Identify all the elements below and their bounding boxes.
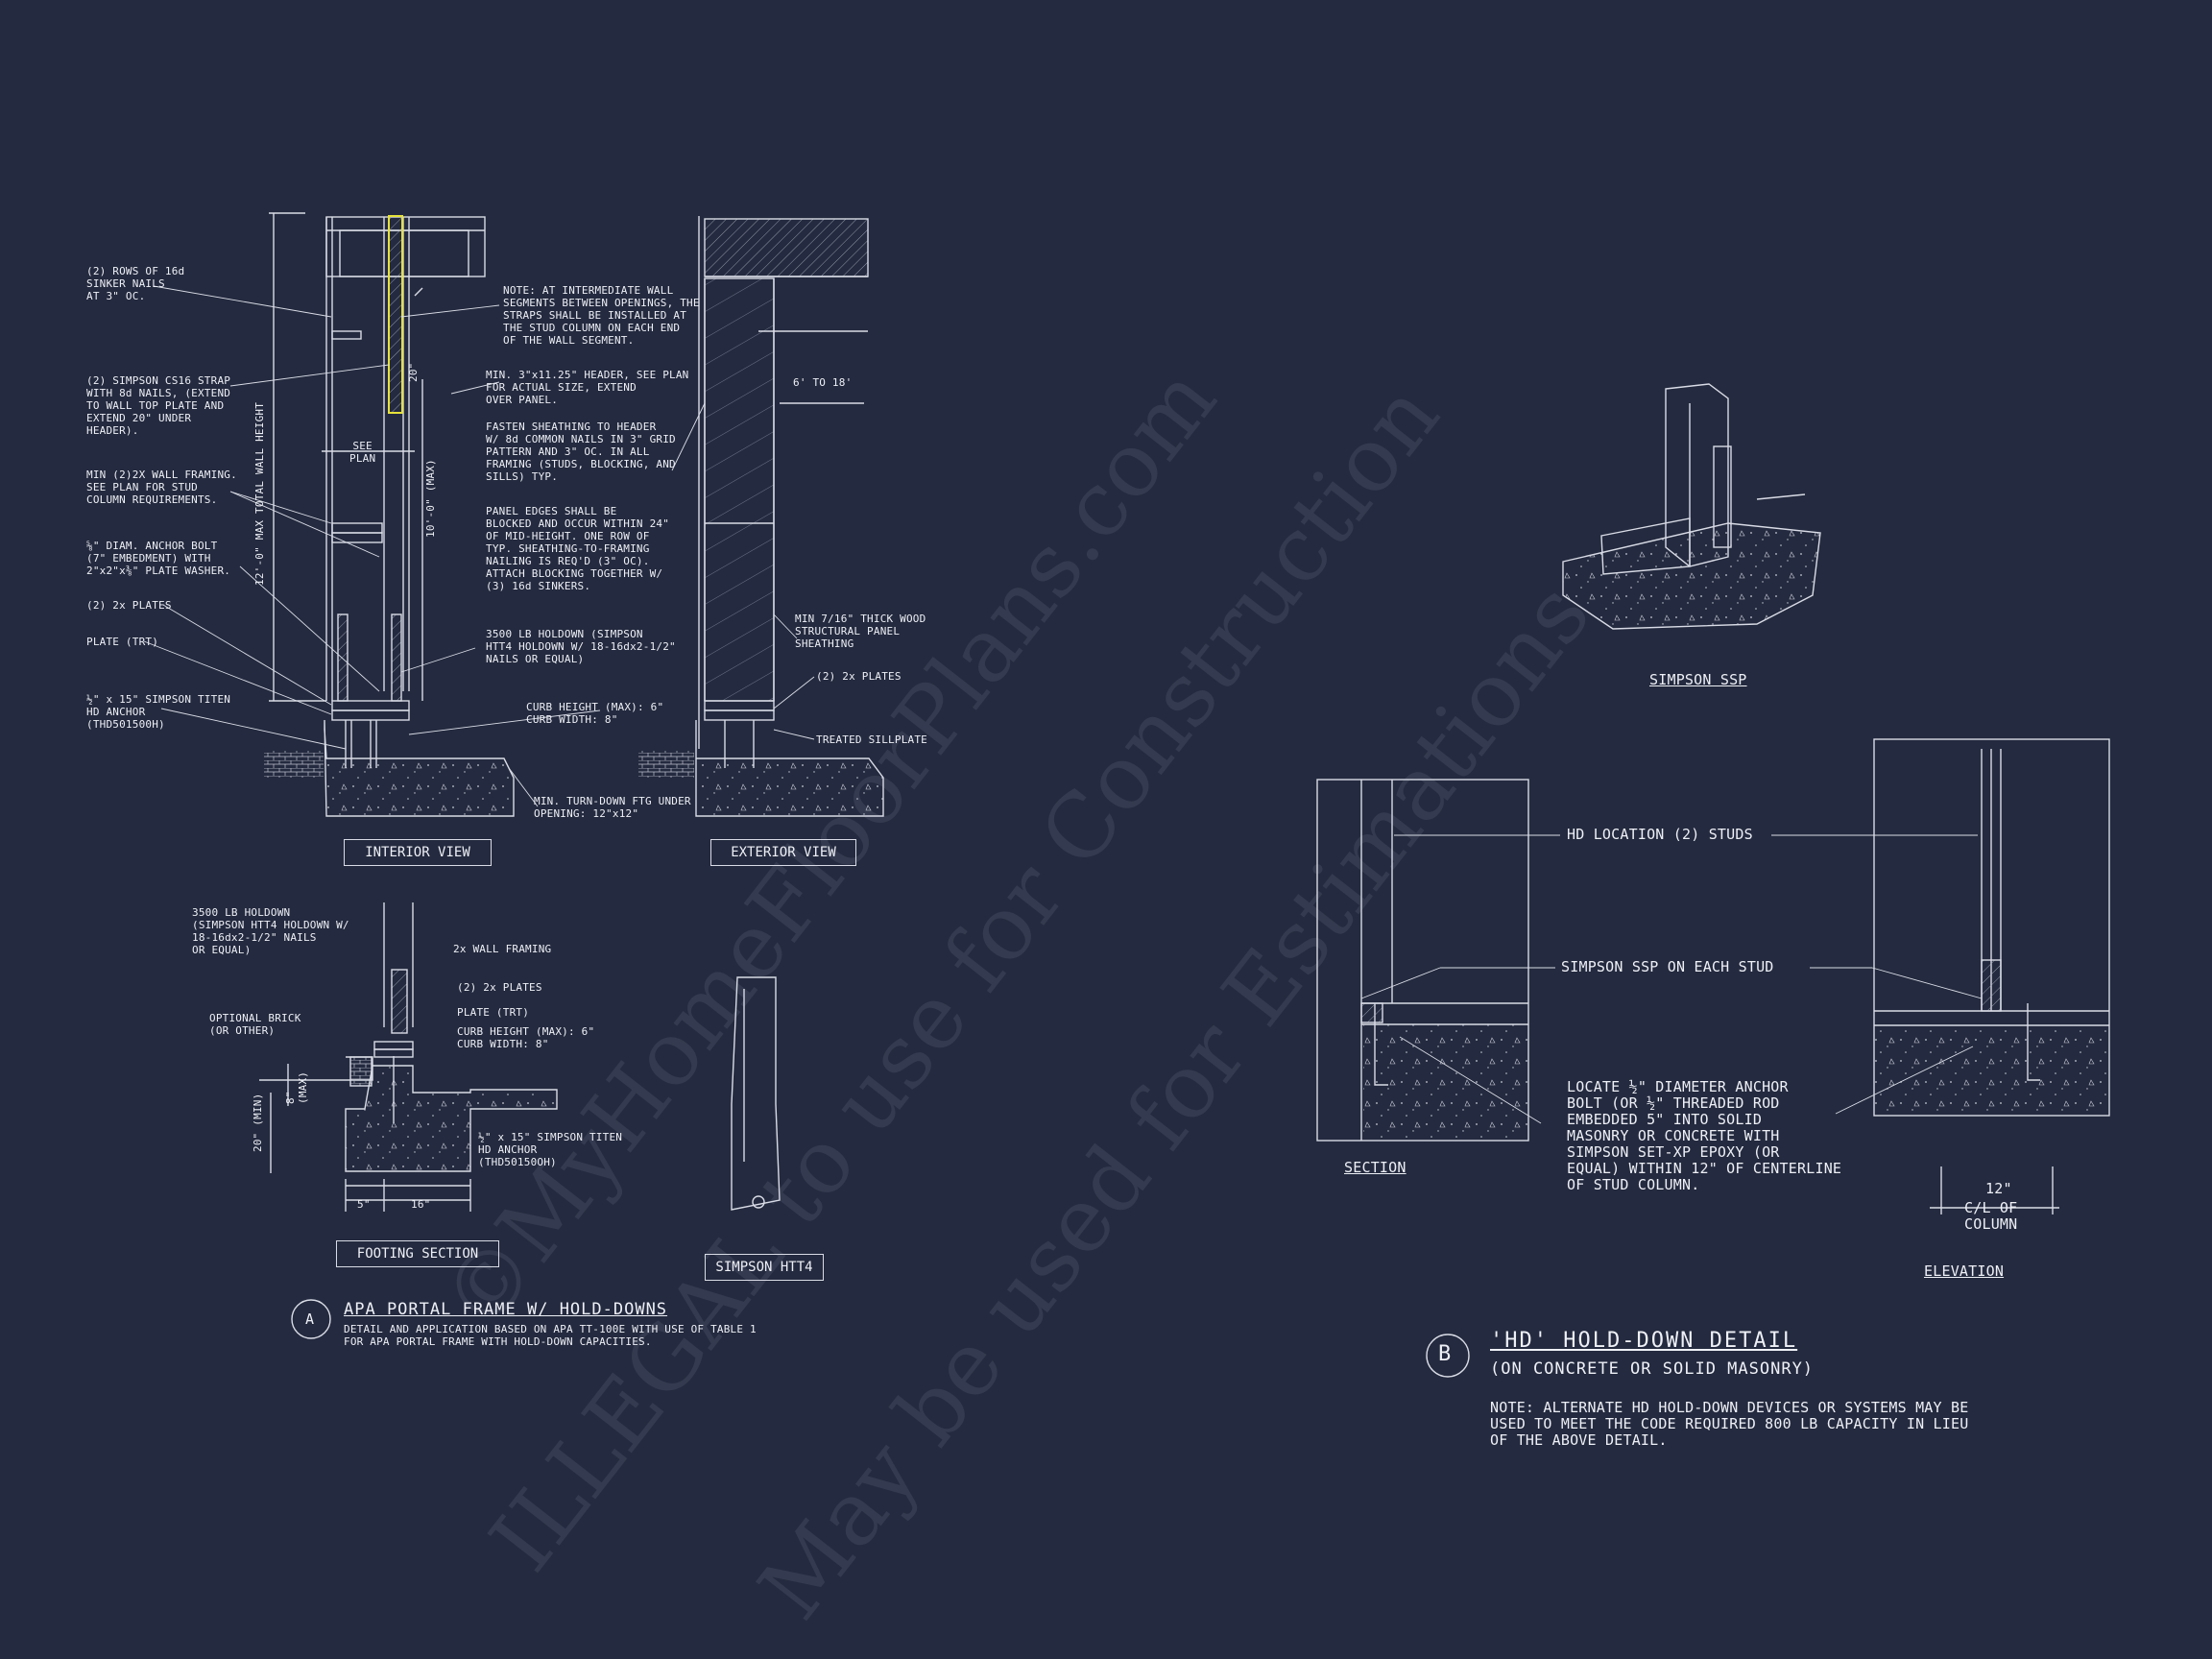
label-6-to-18: 6' TO 18' [793, 376, 853, 389]
dim-total-wall-height: 12'-0" MAX TOTAL WALL HEIGHT [253, 401, 266, 586]
detail-b-marker-circle [1426, 1334, 1470, 1378]
label-optional-brick: OPTIONAL BRICK (OR OTHER) [209, 1012, 301, 1037]
caption-interior-view: INTERIOR VIEW [344, 839, 492, 866]
dim-cl-column: C/L OF COLUMN [1964, 1199, 2018, 1233]
label-sinker-nails: (2) ROWS OF 16d SINKER NAILS AT 3" OC. [86, 265, 185, 302]
label-ext-2x-plates: (2) 2x PLATES [816, 670, 902, 683]
label-footing-holdown: 3500 LB HOLDOWN (SIMPSON HTT4 HOLDOWN W/… [192, 906, 349, 956]
caption-elevation: ELEVATION [1924, 1262, 2005, 1280]
detail-a-marker: A [305, 1310, 315, 1328]
label-footing-plate-trt: PLATE (TRT) [457, 1006, 530, 1019]
label-plate-trt: PLATE (TRT) [86, 636, 159, 648]
label-treated-sillplate: TREATED SILLPLATE [816, 733, 927, 746]
label-wall-framing: MIN (2)2X WALL FRAMING. SEE PLAN FOR STU… [86, 469, 237, 506]
dim-10ft-max: 10'-0" (MAX) [424, 459, 437, 538]
label-anchor-bolt: ⅝" DIAM. ANCHOR BOLT (7" EMBEDMENT) WITH… [86, 540, 231, 577]
exterior-view-drawing [638, 216, 884, 817]
dim-12-inch: 12" [1985, 1180, 2012, 1197]
label-titen-anchor: ½" x 15" SIMPSON TITEN HD ANCHOR (THD501… [86, 693, 231, 731]
label-footing-framing: 2x WALL FRAMING [453, 943, 552, 955]
detail-b-subtitle: (ON CONCRETE OR SOLID MASONRY) [1490, 1359, 1815, 1379]
dim-footing-5: 5" [357, 1198, 371, 1211]
note-curb: CURB HEIGHT (MAX): 6" CURB WIDTH: 8" [526, 701, 664, 726]
detail-a-note: DETAIL AND APPLICATION BASED ON APA TT-1… [344, 1323, 757, 1348]
dim-footing-8max: 8" (MAX) [284, 1070, 309, 1104]
interior-view-drawing [264, 212, 515, 817]
note-header: MIN. 3"x11.25" HEADER, SEE PLAN FOR ACTU… [486, 369, 689, 406]
label-footing-curb: CURB HEIGHT (MAX): 6" CURB WIDTH: 8" [457, 1025, 595, 1050]
caption-section: SECTION [1344, 1159, 1407, 1176]
hd-elevation-drawing [1873, 738, 2110, 1214]
caption-simpson-htt4: SIMPSON HTT4 [705, 1254, 824, 1281]
note-turn-down-ftg: MIN. TURN-DOWN FTG UNDER OPENING: 12"x12… [534, 795, 691, 820]
label-footing-titen: ½" x 15" SIMPSON TITEN HD ANCHOR (THD501… [478, 1131, 623, 1168]
label-cs16-strap: (2) SIMPSON CS16 STRAP WITH 8d NAILS, (E… [86, 374, 231, 437]
dim-footing-16: 16" [411, 1198, 431, 1211]
detail-b-marker: B [1438, 1342, 1454, 1366]
caption-exterior-view: EXTERIOR VIEW [710, 839, 856, 866]
note-intermediate-wall: NOTE: AT INTERMEDIATE WALL SEGMENTS BETW… [503, 284, 700, 347]
detail-b-leaders [1360, 834, 1983, 1124]
simpson-htt4-drawing [731, 976, 781, 1211]
caption-footing-section: FOOTING SECTION [336, 1240, 499, 1267]
detail-a-leaders [143, 285, 815, 807]
detail-a-marker-circle [291, 1299, 331, 1339]
label-structural-sheathing: MIN 7/16" THICK WOOD STRUCTURAL PANEL SH… [795, 613, 926, 650]
note-fasten-sheathing: FASTEN SHEATHING TO HEADER W/ 8d COMMON … [486, 421, 676, 483]
callout-hd-location: HD LOCATION (2) STUDS [1567, 826, 1753, 843]
detail-b-note: NOTE: ALTERNATE HD HOLD-DOWN DEVICES OR … [1490, 1399, 1969, 1449]
note-panel-edges: PANEL EDGES SHALL BE BLOCKED AND OCCUR W… [486, 505, 670, 592]
dim-footing-20min: 20" (MIN) [252, 1093, 264, 1152]
detail-b-title: 'HD' HOLD-DOWN DETAIL [1490, 1329, 1798, 1353]
simpson-ssp-drawing [1562, 383, 1821, 630]
callout-anchor-bolt: LOCATE ½" DIAMETER ANCHOR BOLT (OR ½" TH… [1567, 1078, 1842, 1193]
callout-ssp-each-stud: SIMPSON SSP ON EACH STUD [1561, 958, 1774, 975]
detail-a-title: APA PORTAL FRAME W/ HOLD-DOWNS [344, 1300, 668, 1319]
label-2x-plates: (2) 2x PLATES [86, 599, 172, 612]
footing-section-drawing [259, 902, 558, 1212]
label-footing-plates: (2) 2x PLATES [457, 981, 542, 994]
dim-see-plan: SEE PLAN [349, 440, 376, 465]
caption-simpson-ssp: SIMPSON SSP [1649, 671, 1747, 688]
note-3500-holdown: 3500 LB HOLDOWN (SIMPSON HTT4 HOLDOWN W/… [486, 628, 676, 665]
cs16-strap-highlight [388, 215, 403, 414]
hd-section-drawing [1316, 779, 1529, 1142]
dim-strap-20: 20" [407, 362, 420, 382]
